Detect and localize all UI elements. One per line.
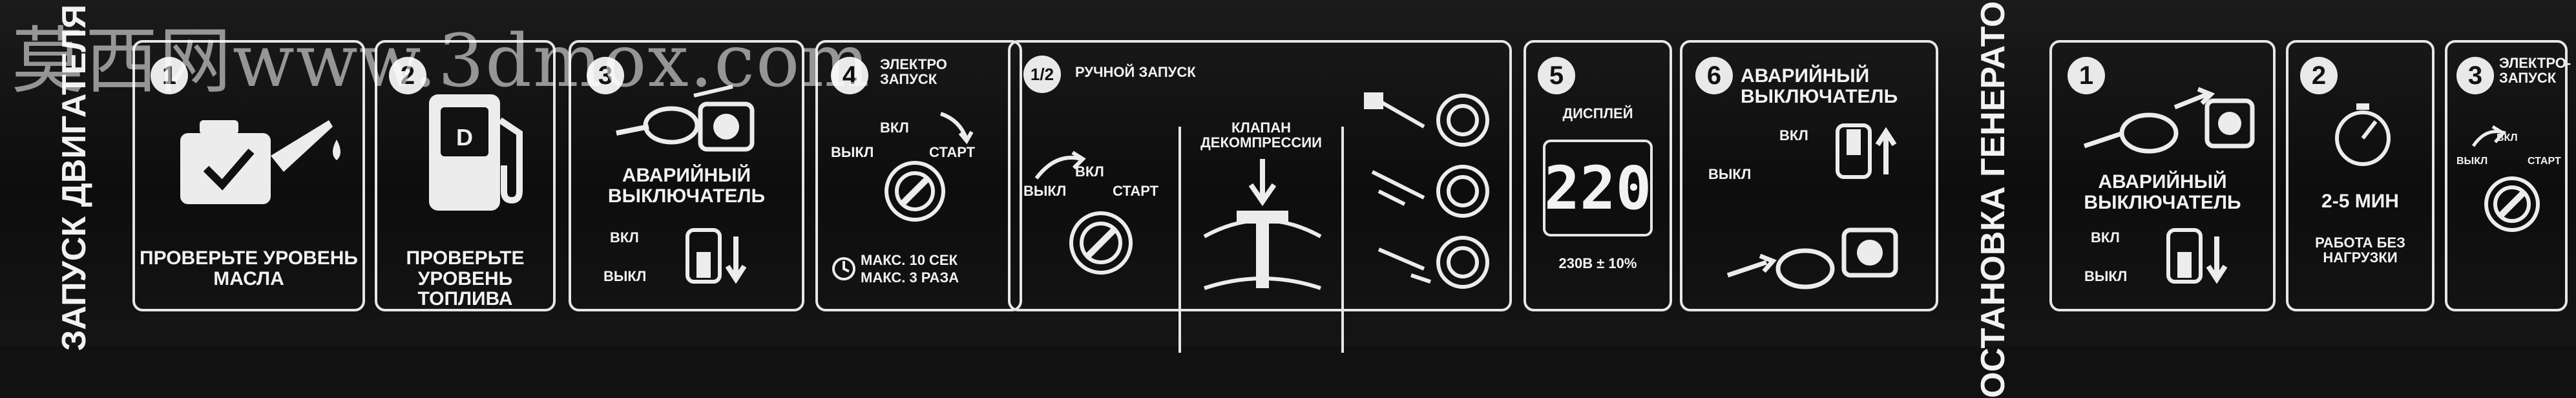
watermark: 莫西网www.3dmox.com xyxy=(12,19,871,103)
emergency-switch-title: АВАРИЙНЫЙ ВЫКЛЮЧАТЕЛЬ xyxy=(607,165,766,207)
max-tries-note: МАКС. 3 РАЗА xyxy=(861,269,959,286)
switch-on-label: ВКЛ xyxy=(1779,127,1808,143)
electric-start-title: ЭЛЕКТРО ЗАПУСК xyxy=(880,56,947,88)
step-manual-start: 1/2 РУЧНОЙ ЗАПУСК ВКЛ ВЫКЛ СТАРТ КЛАПАН … xyxy=(1008,40,1512,353)
fuel-type-letter: D xyxy=(456,124,473,151)
idle-time-text: 2-5 МИН xyxy=(2321,191,2399,212)
switch-on-label: ВКЛ xyxy=(2091,229,2120,246)
plug-socket-icon xyxy=(616,85,755,152)
step-check-fuel: 2 D ПРОВЕРЬТЕ УРОВЕНЬ ТОПЛИВА xyxy=(375,40,556,311)
toggle-switch-up-icon xyxy=(1836,123,1897,179)
plug-socket-icon xyxy=(2083,87,2255,154)
manual-on-label: ВКЛ xyxy=(1075,163,1104,180)
ignition-key-icon xyxy=(1034,151,1133,275)
toggle-switch-down-icon xyxy=(2166,228,2228,284)
step-display: 5 ДИСПЛЕЙ 220 230В ± 10% xyxy=(1524,40,1672,311)
key-start-label: СТАРТ xyxy=(2528,156,2561,167)
display-title: ДИСПЛЕЙ xyxy=(1562,105,1633,121)
key-off-label: ВЫКЛ xyxy=(831,144,874,160)
stop-step-idle-run: 2 2-5 МИН РАБОТА БЕЗ НАГРУЗКИ xyxy=(2286,40,2435,311)
step-check-oil: 1 ПРОВЕРЬТЕ УРОВЕНЬ МАСЛА xyxy=(132,40,365,311)
decompression-valve-label: КЛАПАН ДЕКОМПРЕССИИ xyxy=(1200,120,1322,151)
step-number: 2 xyxy=(389,57,426,94)
step-emergency-switch-on: 6 АВАРИЙНЫЙ ВЫКЛЮЧАТЕЛЬ ВКЛ ВЫКЛ xyxy=(1680,40,1938,311)
ignition-key-icon xyxy=(2471,125,2540,232)
step-number: 6 xyxy=(1695,57,1733,94)
step-number: 1 xyxy=(2068,57,2105,94)
stop-step-electric-start: 3 ЭЛЕКТРО- ЗАПУСК ВКЛ ВЫКЛ СТАРТ xyxy=(2445,40,2571,311)
switch-off-label: ВЫКЛ xyxy=(603,268,647,284)
step-electric-start: 4 ЭЛЕКТРО ЗАПУСК ВКЛ ВЫКЛ СТАРТ МАКС. 10… xyxy=(815,40,1022,311)
step-emergency-switch: 3 АВАРИЙНЫЙ ВЫКЛЮЧАТЕЛЬ ВКЛ ВЫКЛ xyxy=(569,40,804,311)
step-number: 4 xyxy=(831,57,868,94)
step-number: 5 xyxy=(1538,57,1575,94)
check-fuel-text: ПРОВЕРЬТЕ УРОВЕНЬ ТОПЛИВА xyxy=(406,247,525,309)
switch-on-label: ВКЛ xyxy=(610,229,639,246)
manual-start-label: СТАРТ xyxy=(1113,183,1159,199)
stop-step-emergency-switch: 1 АВАРИЙНЫЙ ВЫКЛЮЧАТЕЛЬ ВКЛ ВЫКЛ xyxy=(2049,40,2276,311)
step-number: 1 xyxy=(151,57,188,94)
fuel-pump-icon xyxy=(429,94,523,211)
check-oil-text: ПРОВЕРЬТЕ УРОВЕНЬ МАСЛА xyxy=(140,247,358,289)
switch-off-label: ВЫКЛ xyxy=(2084,268,2128,284)
voltage-range-text: 230В ± 10% xyxy=(1558,255,1637,271)
electric-start-title: ЭЛЕКТРО- ЗАПУСК xyxy=(2499,55,2571,87)
divider xyxy=(1178,127,1181,353)
emergency-switch-title: АВАРИЙНЫЙ ВЫКЛЮЧАТЕЛЬ xyxy=(1741,65,1898,107)
ignition-key-icon xyxy=(885,112,974,222)
stop-section-title: ОСТАНОВКА ГЕНЕРАТОРА xyxy=(1974,0,2012,398)
stopwatch-icon xyxy=(2335,103,2391,166)
step-number: 3 xyxy=(587,57,624,94)
decompression-valve-icon xyxy=(1203,159,1322,290)
emergency-switch-title: АВАРИЙНЫЙ ВЫКЛЮЧАТЕЛЬ xyxy=(2084,171,2241,213)
max-seconds-note: МАКС. 10 СЕК xyxy=(861,252,958,268)
timer-icon xyxy=(832,257,855,280)
step-number: 1/2 xyxy=(1023,56,1061,93)
switch-off-label: ВЫКЛ xyxy=(1708,166,1752,182)
toggle-switch-down-icon xyxy=(686,228,747,284)
key-on-label: ВКЛ xyxy=(880,120,909,136)
key-off-label: ВЫКЛ xyxy=(2456,156,2488,167)
step-number: 3 xyxy=(2456,57,2494,94)
manual-start-title: РУЧНОЙ ЗАПУСК xyxy=(1075,64,1196,80)
pull-cord-sequence-icon xyxy=(1364,92,1489,289)
voltage-display: 220 xyxy=(1543,140,1653,236)
divider xyxy=(1341,127,1344,353)
no-load-text: РАБОТА БЕЗ НАГРУЗКИ xyxy=(2315,235,2405,266)
oil-can-check-icon xyxy=(180,120,340,204)
step-number: 2 xyxy=(2300,57,2338,94)
manual-off-label: ВЫКЛ xyxy=(1023,183,1067,199)
key-start-label: СТАРТ xyxy=(929,144,976,160)
plug-socket-icon xyxy=(1726,227,1898,289)
